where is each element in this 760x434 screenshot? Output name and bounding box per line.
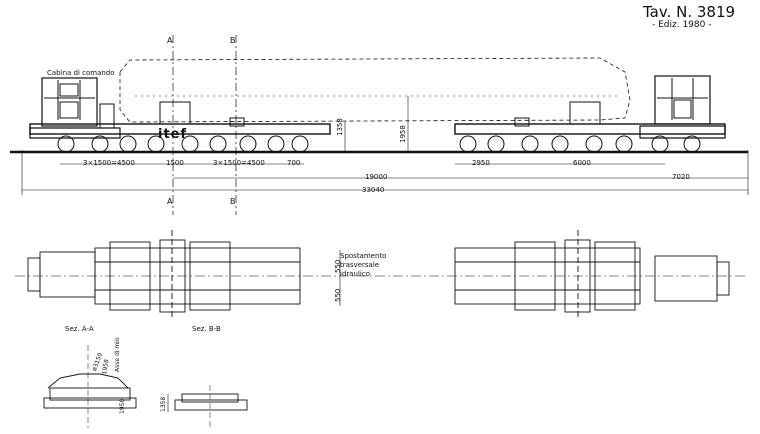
plate-number: Tav. N. 3819 xyxy=(643,3,736,21)
section-bb xyxy=(167,385,248,428)
cab-label: Cabina di comando xyxy=(47,69,115,77)
dim-right-axles: 3×1500=4500 xyxy=(213,159,265,167)
section-b-bottom: B xyxy=(230,197,236,206)
dim-mid: 1500 xyxy=(166,159,184,167)
plan-left xyxy=(27,230,301,320)
dim-2950: 2950 xyxy=(472,159,490,167)
dim-19000: 19000 xyxy=(365,173,388,181)
right-cab xyxy=(639,75,726,139)
wheelset-right xyxy=(459,135,701,153)
section-a-bottom: A xyxy=(167,197,173,206)
dim-6000: 6000 xyxy=(573,159,591,167)
section-aa-label: Sez. A-A xyxy=(65,325,94,333)
dim-left-axles: 3×1500=4500 xyxy=(83,159,135,167)
section-b-top: B xyxy=(230,36,236,45)
load-outline xyxy=(119,57,631,123)
dim-7020: 7020 xyxy=(672,173,690,181)
edition-label: - Ediz. 1980 - xyxy=(652,20,712,30)
left-cab xyxy=(29,77,121,139)
wheelset-left xyxy=(57,135,309,153)
section-aa xyxy=(43,345,137,428)
plan-right xyxy=(454,230,730,320)
section-bb-label: Sez. B-B xyxy=(192,325,221,333)
dim-700: 700 xyxy=(287,159,301,167)
lateral-shift-label: Spostamento trasversale idraulico xyxy=(340,252,387,278)
section-a-top: A xyxy=(167,36,173,45)
